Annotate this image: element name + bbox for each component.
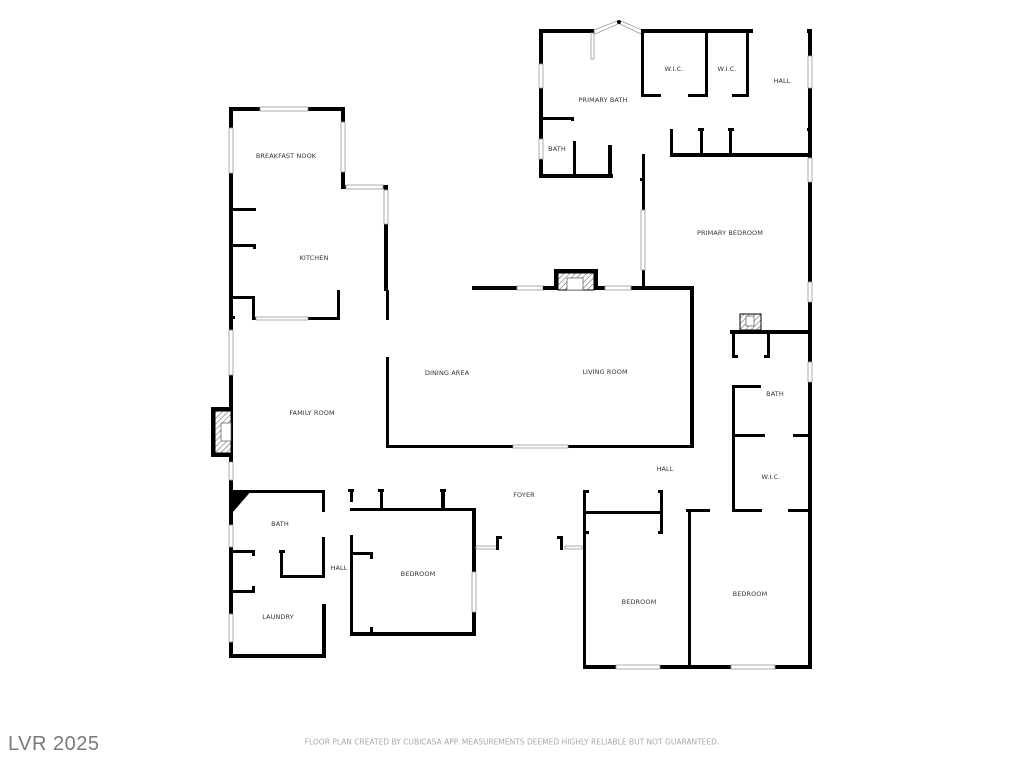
- room-label-bath-east: BATH: [766, 390, 784, 398]
- disclaimer: FLOOR PLAN CREATED BY CUBICASA APP. MEAS…: [304, 737, 720, 747]
- room-label-bedroom-southeast: BEDROOM: [732, 590, 768, 598]
- room-label-wic-1: W.I.C.: [664, 65, 684, 73]
- kitchen-nook-walls: [211, 106, 472, 658]
- room-label-breakfast-nook: BREAKFAST NOOK: [255, 152, 317, 160]
- room-label-foyer: FOYER: [513, 491, 535, 499]
- room-label-primary-bedroom: PRIMARY BEDROOM: [697, 229, 763, 237]
- room-label-wic-east: W.I.C.: [761, 473, 781, 481]
- dining-living-walls: [386, 269, 694, 449]
- room-label-dining-area: DINING AREA: [424, 369, 470, 377]
- room-label-bedroom-west: BEDROOM: [400, 570, 436, 578]
- room-label-hall-central: HALL: [656, 465, 674, 473]
- east-bath-wic-walls: [690, 332, 812, 512]
- south-wing-walls: [557, 490, 812, 670]
- room-label-living-room: LIVING ROOM: [582, 368, 628, 376]
- primary-suite-walls: [538, 20, 813, 669]
- room-label-primary-bath: PRIMARY BATH: [578, 96, 628, 104]
- room-label-family-room: FAMILY ROOM: [289, 409, 335, 417]
- room-label-bedroom-south: BEDROOM: [621, 598, 657, 606]
- room-label-hall-north: HALL: [773, 77, 791, 85]
- watermark: LVR 2025: [8, 733, 100, 755]
- room-label-bath-primary-small: BATH: [548, 145, 566, 153]
- room-label-hall-west: HALL: [330, 564, 348, 572]
- room-label-wic-2: W.I.C.: [717, 65, 737, 73]
- west-wing-walls: [229, 489, 502, 658]
- room-label-kitchen: KITCHEN: [299, 254, 329, 262]
- room-label-laundry: LAUNDRY: [262, 613, 294, 621]
- room-label-bath-west: BATH: [271, 520, 289, 528]
